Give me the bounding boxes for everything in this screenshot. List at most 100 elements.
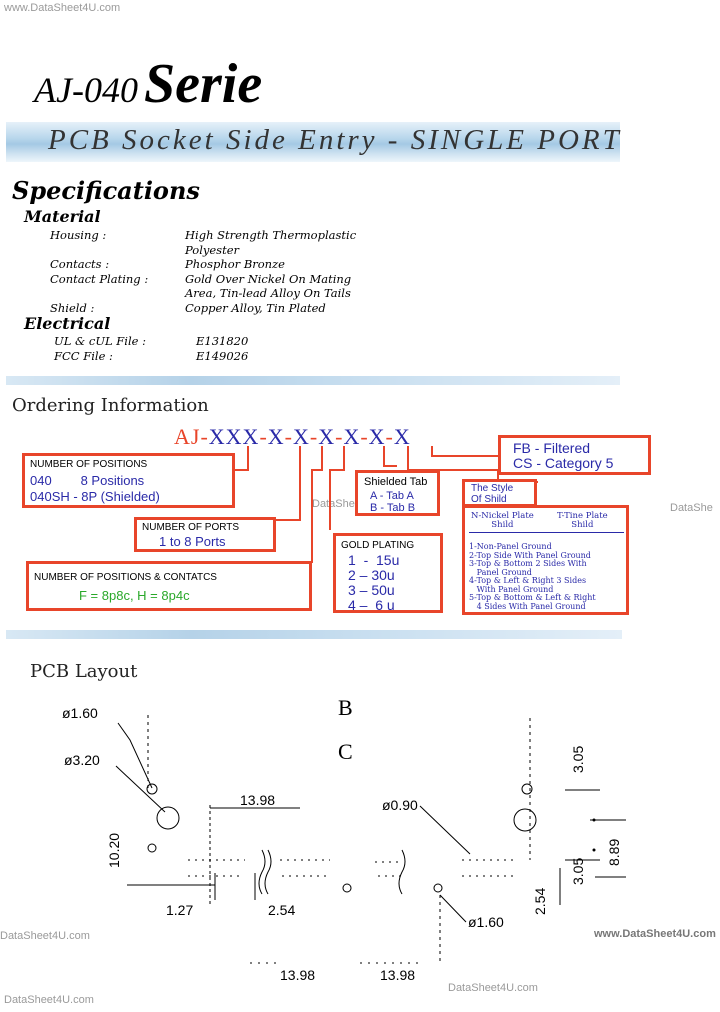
dim-d160a: ø1.60 [62,705,98,721]
dim-w1398b: 13.98 [280,967,316,983]
material-heading: Material [24,207,101,226]
watermark-right: DataShe [670,502,713,514]
hole-mid-bottom [342,883,352,893]
banner-text: PCB Socket Side Entry - SINGLE PORT [48,124,622,156]
style-option: Panel Ground [469,567,532,577]
contacts-box: NUMBER OF POSITIONS & CONTATCS F = 8p8c,… [26,561,312,611]
code-ports: X [267,424,285,449]
material-value: High Strength Thermoplastic [185,228,357,242]
electrical-label: UL & cUL File : [54,334,146,348]
gold-line2: 2 – 30u [348,567,395,583]
filter-line2: CS - Category 5 [513,455,614,471]
code-tab: X [343,424,361,449]
style-option: 3-Top & Bottom 2 Sides With [469,559,587,568]
shielded-tab-box: Shielded Tab A - Tab A B - Tab B [355,470,440,516]
dim-h254: 2.54 [532,887,548,915]
material-label: Contact Plating : [50,271,149,286]
leader-d160a [117,722,153,789]
dim-w127: 1.27 [166,902,194,918]
style-head-left: N-Nickel Plate Shild [471,511,534,530]
pcb-label-c: C [338,739,353,764]
dim-d160b: ø1.60 [468,914,504,930]
material-value: Gold Over Nickel On Mating [185,271,352,286]
divider-2 [6,630,622,639]
hole-right-bottom [433,883,443,893]
electrical-value: E149026 [196,348,249,363]
watermark-bottom-right: www.DataSheet4U.com [594,928,716,940]
ports-title: NUMBER OF PORTS [142,522,240,533]
hole-large-left [156,806,180,830]
code-filter: X [393,424,411,449]
dim-d320: ø3.20 [64,752,100,768]
filter-line1: FB - Filtered [513,440,591,456]
gold-title: GOLD PLATING [341,540,415,551]
style-option: 5-Top & Bottom & Left & Right [469,593,596,602]
pcb-label-b: B [338,695,353,720]
dim-h889: 8.89 [606,838,622,866]
part-number-code: AJ-XXX-X-X-X-X-X-X [174,424,411,449]
electrical-value: E131820 [196,334,249,348]
code-contacts: X [293,424,310,449]
code-prefix: AJ- [174,424,209,449]
ports-line1: 1 to 8 Ports [159,534,226,549]
electrical-label: FCC File : [54,348,113,363]
style-options-box: N-Nickel Plate Shild T-Tine Plate Shild … [462,505,629,615]
style-head-right: T-Tine Plate Shild [557,511,608,530]
style-option: 2-Top Side With Panel Ground [469,550,591,560]
style-option: With Panel Ground [469,584,554,594]
shielded-tab-line1: A - Tab A [370,490,414,502]
series-code: AJ-040 [34,70,138,110]
watermark-footer-mid: DataSheet4U.com [448,982,538,994]
positions-line2: 040SH - 8P (Shielded) [30,489,160,504]
filter-box: FB - Filtered CS - Category 5 [498,435,651,475]
gold-plating-box: GOLD PLATING 1 - 15u 2 – 30u 3 – 50u 4 –… [333,533,443,613]
material-value: Phosphor Bronze [185,257,285,271]
watermark-footer-left: DataSheet4U.com [4,994,94,1006]
material-label: Housing : [50,228,107,242]
style-option: 4 Sides With Panel Ground [469,601,586,611]
material-value: Polyester [185,242,240,257]
leader-d160b [439,894,467,923]
hole-small-left [146,783,158,795]
specifications-heading: Specifications [12,176,200,205]
dim-w1398c: 13.98 [380,967,416,983]
ordering-heading: Ordering Information [12,395,209,416]
style-separator [469,532,624,533]
dim-h1020: 10.20 [106,832,122,868]
gold-line1: 1 - 15u [348,552,400,568]
hole-large-right [513,808,537,832]
watermark-bottom-left: DataSheet4U.com [0,930,90,942]
watermark-top: www.DataSheet4U.com [4,2,121,14]
shielded-tab-title: Shielded Tab [364,476,428,488]
gold-line4: 4 – 6 u [348,597,395,613]
contacts-title: NUMBER OF POSITIONS & CONTATCS [34,572,217,583]
positions-title: NUMBER OF POSITIONS [30,459,148,470]
dim-h305a: 3.05 [570,745,586,773]
style-title1: The Style [471,483,514,494]
code-positions: XXX [208,424,260,449]
style-option: 4-Top & Left & Right 3 Sides [469,576,587,585]
code-gold: X [318,424,336,449]
material-value: Area, Tin-lead Alloy On Tails [185,286,351,300]
divider-1 [6,376,620,385]
style-title2: Of Shild [471,494,507,505]
shielded-tab-line2: B - Tab B [370,502,416,514]
gold-line3: 3 – 50u [348,582,395,598]
dim-w1398a: 13.98 [240,792,276,808]
leader-d090 [419,805,471,855]
dim-h305b: 3.05 [570,857,586,885]
material-label: Shield : [50,300,95,315]
pcb-layout-heading: PCB Layout [30,661,138,682]
code-style: X [368,424,386,449]
material-label: Contacts : [50,257,110,271]
material-value: Copper Alloy, Tin Plated [185,300,326,315]
positions-box: NUMBER OF POSITIONS 040 8 Positions 040S… [22,453,235,508]
hole-tiny-left [147,843,157,853]
product-banner: PCB Socket Side Entry - SINGLE PORT [6,122,620,162]
dim-d090: ø0.90 [382,797,418,813]
series-word: Serie [143,53,263,115]
contacts-line1: F = 8p8c, H = 8p4c [79,588,190,603]
ports-box: NUMBER OF PORTS 1 to 8 Ports [134,517,276,552]
